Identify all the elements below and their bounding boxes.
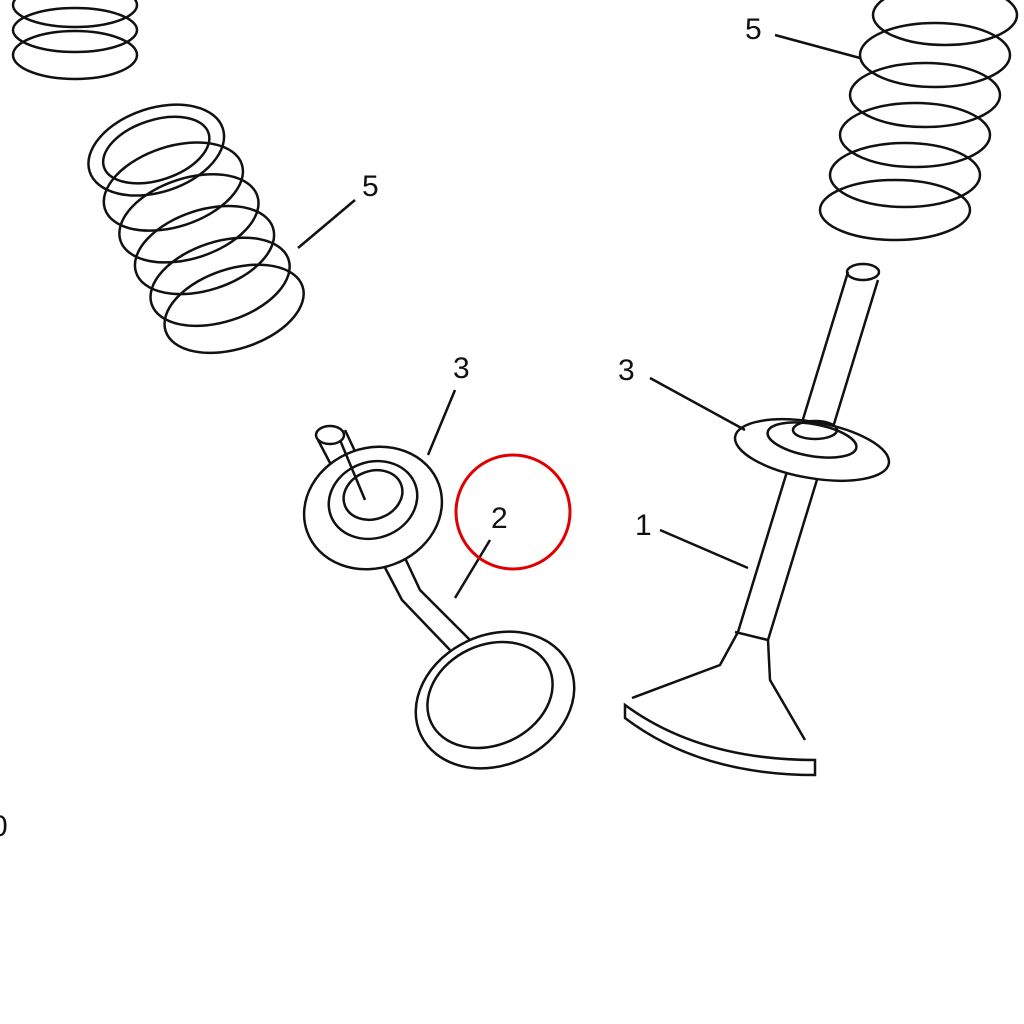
leader-line-retainer-left: [426, 389, 457, 456]
callout-retainer-left: 3: [453, 352, 470, 385]
callout-spring-right: 5: [745, 13, 762, 46]
leader-line-spring-right: [774, 33, 861, 60]
leader-line-exhaust-valve: [659, 528, 749, 570]
spring-partial-top-left: [11, 0, 139, 81]
callout-intake-valve: 2: [491, 502, 508, 535]
spring-left: [87, 103, 305, 355]
leader-line-intake-valve: [453, 539, 492, 599]
edge-callout-partial: 0: [0, 812, 8, 842]
exhaust-valve: [623, 262, 881, 777]
callout-exhaust-valve: 1: [635, 509, 652, 542]
retainer-left: [302, 439, 444, 571]
leader-line-retainer-right: [649, 376, 746, 432]
leader-line-spring-left: [297, 199, 356, 249]
callout-spring-left: 5: [362, 170, 379, 203]
highlight-circle: [454, 453, 572, 571]
retainer-right: [733, 418, 891, 482]
spring-right: [818, 0, 1019, 242]
callout-retainer-right: 3: [618, 354, 635, 387]
